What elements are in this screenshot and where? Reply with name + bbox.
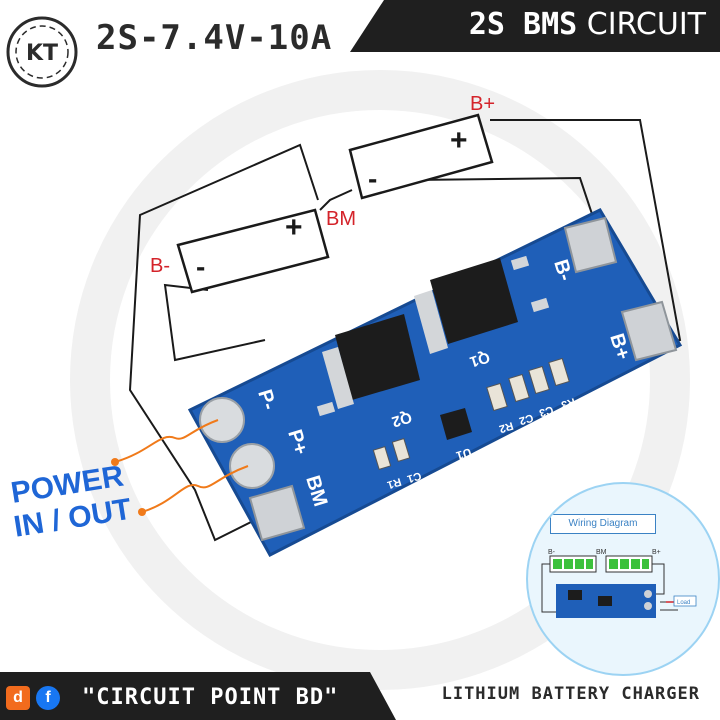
footer-tagline: LITHIUM BATTERY CHARGER [441,684,700,704]
inset-pcb [556,584,656,618]
wire-end-1 [111,458,119,466]
battery-cell-2: + - [348,113,494,200]
inset-canvas: B- BM B+ Load [541,549,697,618]
silk-q1: Q1 [468,348,492,370]
battery-cell-1: + - [176,208,330,294]
pad-bm [248,484,306,542]
label-bm: BM [326,208,356,230]
silk-c3: C3 [538,403,555,419]
inset-b-minus: B- [548,549,556,556]
cell-2-plus: + [450,124,468,157]
label-b-plus: B+ [470,93,495,115]
facebook-icon: f [36,686,60,710]
label-b-minus: B- [150,255,170,277]
spec-title: 2S-7.4V-10A [96,18,333,58]
title-band [350,0,720,52]
inset-b-plus: B+ [652,549,661,556]
inset-batteries [549,555,653,573]
mosfet-q2 [316,314,420,417]
pad-b-minus [563,216,618,274]
logo-text: KT [26,41,58,66]
wire-end-2 [138,508,146,516]
pad-b-plus [620,300,678,362]
cell-1-minus: - [196,251,205,282]
ic-u1 [440,408,472,440]
inset-bm: BM [596,549,607,556]
power-wires [114,419,249,513]
main-title-bold: 2S BMS [468,7,578,42]
shop-icon: d [6,686,30,710]
wiring-diagram-inset: Wiring Diagram B- BM B+ [526,482,720,676]
footer-brand: "CIRCUIT POINT BD" [82,685,339,710]
bms-pcb: P- P+ BM B- B+ Q1 Q2 U1 C1 R1 R2 C2 C3 R… [187,208,683,557]
mosfet-q1 [414,255,550,354]
main-title: 2S BMS CIRCUIT [469,7,706,42]
silk-r2: R2 [498,419,515,435]
silk-r1: R1 [386,475,403,491]
inset-title: Wiring Diagram [550,514,656,534]
inset-load-box [673,595,697,607]
pad-p-minus [199,397,245,443]
inset-load-label: Load [677,600,690,606]
main-title-light: CIRCUIT [586,7,706,42]
silk-c2: C2 [518,411,535,427]
cell-2-minus: - [368,163,377,194]
kt-logo: KT [6,16,78,88]
silk-r3: R3 [560,395,577,411]
watermark-ring [70,70,690,690]
cell-1-plus: + [285,211,303,244]
footer-band [0,672,396,720]
silk-u1: U1 [454,445,473,463]
smd-components [372,357,570,470]
silk-q2: Q2 [390,408,414,430]
silk-c1: C1 [406,469,423,485]
pad-p-plus [229,443,275,489]
